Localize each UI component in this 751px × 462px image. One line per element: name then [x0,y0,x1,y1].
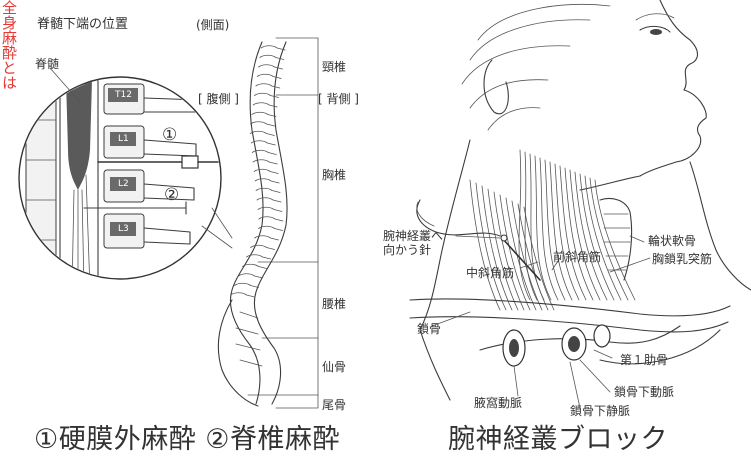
vertebra-segment [256,188,280,192]
vertebra-segment [254,169,278,173]
scalene-fiber-line [470,180,500,310]
label-clavicle: 鎖骨 [417,322,441,336]
region-cervical: 頸椎 [322,60,346,74]
vertebra-segment [261,46,285,50]
marker-1: ① [162,126,177,144]
muscle-fibers [470,150,635,310]
vertebra-label-l2: L2 [118,177,129,191]
vertebra-label-t12: T12 [115,88,132,102]
view-label: (側面) [196,18,229,32]
ventral-label: [ 腹側 ] [198,92,239,106]
muscle-fiber-line [519,150,530,300]
label-anterior-scalene: 前斜角筋 [553,250,601,264]
region-sacrum: 仙骨 [322,360,346,374]
muscle-fiber-line [585,176,621,300]
label-first-rib: 第１肋骨 [620,353,668,367]
vertebra-label-l1: L1 [118,132,129,146]
vertebra-segment [239,274,263,278]
side-title: 全身麻酔とは [2,0,18,90]
label-subclavian-vein: 鎖骨下静脈 [570,404,630,418]
dorsal-label: [ 背側 ] [318,92,359,106]
label-axillary-artery: 腋窩動脈 [474,396,522,410]
vertebra-segment [235,283,259,287]
label-cricoid: 輪状軟骨 [648,234,696,248]
vertebra-segment [253,160,277,164]
vertebra-segment [250,131,274,135]
diagram-title: 脊髄下端の位置 [37,18,128,32]
label-subclavian-artery: 鎖骨下動脈 [614,385,674,399]
vertebra-segment [255,93,279,97]
vertebra-segment [252,112,276,116]
vertebra-segment [247,255,271,259]
label-middle-scalene: 中斜角筋 [466,266,514,280]
region-thoracic: 胸椎 [322,168,346,182]
right-caption: 腕神経叢ブロック [448,424,668,456]
label-scm: 胸鎖乳突筋 [652,252,712,266]
vertebra-segment [251,122,275,126]
muscle-fiber-line [595,180,635,300]
vertebra-segment [231,293,255,297]
vertebra-segment [259,65,283,69]
spinal-cord-label: 脊髄 [35,57,59,71]
muscle-fiber-line [555,164,579,300]
muscle-fiber-line [545,160,565,300]
scalene-fiber-line [476,183,506,310]
scalene-fiber-line [518,204,548,310]
marker-2: ② [164,186,179,204]
region-lumbar: 腰椎 [322,297,346,311]
needle-label-line1: 腕神経叢へ [383,229,443,243]
vertebra-label-l3: L3 [118,222,129,236]
vertebra-segment [256,84,280,88]
vertebra-stack [231,46,286,297]
neck-anatomy-drawing [410,0,751,408]
vertebra-segment [257,198,281,202]
vertebra-segment [243,264,267,268]
vertebra-segment [257,74,281,78]
vertebra-segment [253,103,277,107]
vertebra-segment [255,179,279,183]
vertebra-segment [259,226,283,230]
region-coccyx: 尾骨 [322,398,346,412]
left-caption: ①硬膜外麻酔 ②脊椎麻酔 [34,424,340,456]
vertebra-segment [258,207,282,211]
needle-label-line2: 向かう針 [383,243,431,257]
